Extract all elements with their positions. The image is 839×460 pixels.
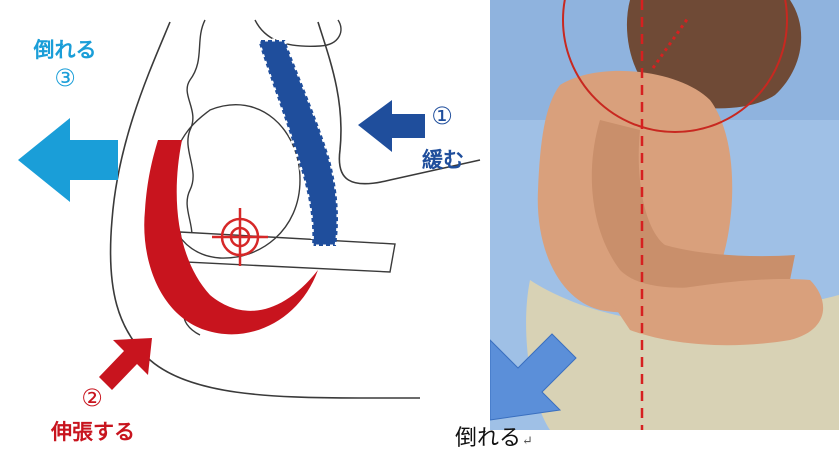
relaxed-muscle	[258, 40, 338, 246]
photo-caption: 倒れる↵	[455, 428, 533, 450]
arrow-left-icon	[18, 118, 118, 202]
stretch-label-number: ②	[68, 386, 116, 410]
arrow-right-icon	[358, 100, 425, 152]
relax-label: 緩む	[408, 150, 478, 171]
arrow-upright-icon	[99, 338, 152, 390]
fall-label-number: ③	[30, 66, 100, 90]
relax-label-number: ①	[418, 104, 466, 128]
fall-label: 倒れる	[30, 40, 100, 61]
stretch-label: 伸張する	[38, 422, 148, 443]
child-photo	[490, 0, 839, 430]
return-mark: ↵	[522, 434, 533, 449]
caption-text: 倒れる	[455, 426, 521, 451]
